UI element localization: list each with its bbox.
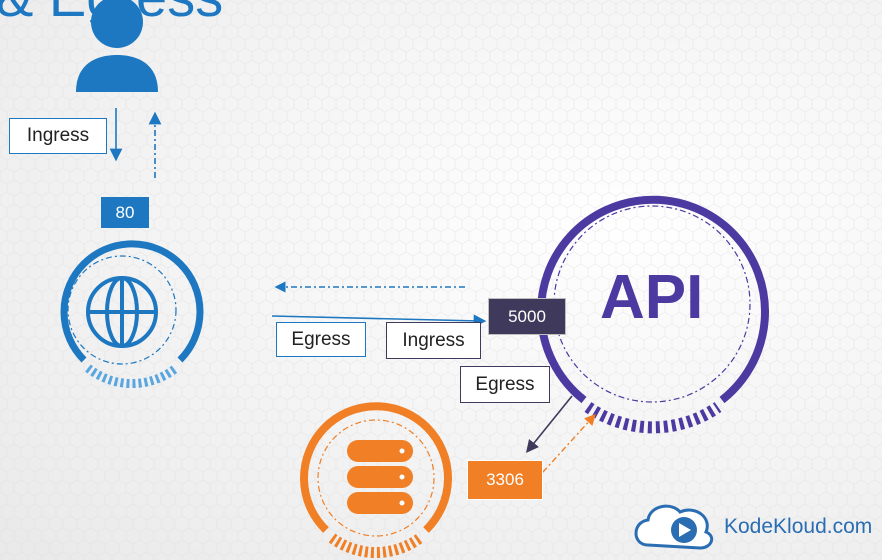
egress-api-arrow [525, 395, 573, 453]
egress-api-label: Egress [460, 366, 550, 403]
user-icon [76, 0, 158, 92]
brand-text: KodeKloud.com [724, 515, 873, 538]
database-icon [347, 440, 413, 514]
ingress-user-label: Ingress [9, 118, 107, 154]
ingress-api-label: Ingress [386, 322, 481, 359]
kodekloud-logo-icon [634, 504, 714, 550]
api-port-badge: 5000 [488, 298, 566, 335]
database-node [300, 402, 452, 558]
egress-web-label: Egress [276, 322, 366, 357]
egress-web-arrow [271, 314, 487, 328]
api-label: API [600, 263, 704, 332]
db-port-badge: 3306 [467, 460, 543, 500]
web-server-node [60, 240, 204, 389]
globe-icon [86, 276, 158, 348]
web-port-badge: 80 [101, 197, 149, 228]
